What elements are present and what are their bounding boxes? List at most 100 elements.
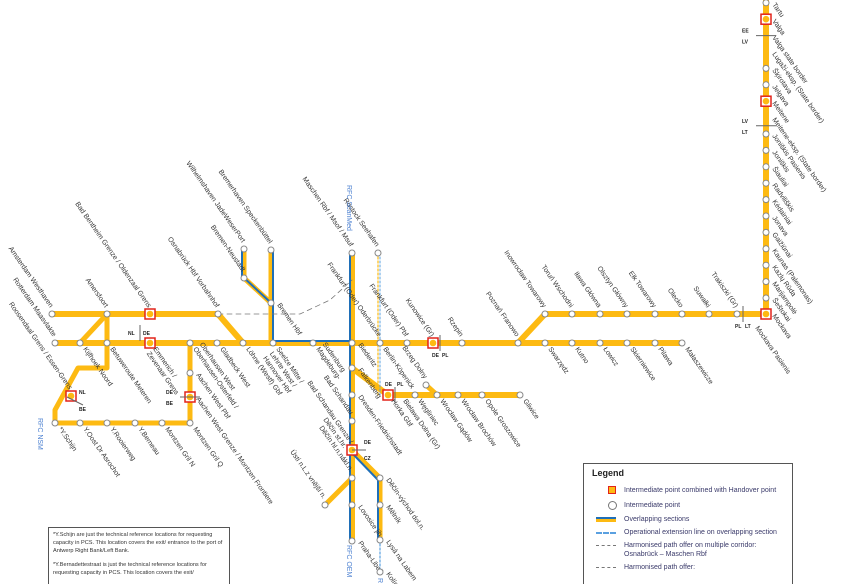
intermediate-point <box>213 339 221 347</box>
intermediate-point <box>348 249 356 257</box>
legend-label: Operational extension line on overlappin… <box>624 529 777 536</box>
intermediate-point <box>348 474 356 482</box>
legend-row-intermediate: Intermediate point <box>608 501 681 510</box>
intermediate-point <box>596 339 604 347</box>
legend-row-extension: Operational extension line on overlappin… <box>596 528 777 537</box>
intermediate-point <box>762 81 770 89</box>
station-label: Kolín <box>384 571 399 584</box>
station-label: Pilawa <box>656 346 674 367</box>
station-label: Małaszewicze <box>683 346 714 386</box>
legend-row-harmonised-multi: Harmonised path offer on multiple corrid… <box>596 541 784 559</box>
intermediate-point <box>454 391 462 399</box>
line-amersfoort-kijfhoek <box>77 311 110 346</box>
border-label: PL <box>442 353 448 359</box>
intermediate-point <box>321 501 329 509</box>
border-label: PL <box>397 382 403 388</box>
legend-label: Overlapping sections <box>624 516 690 523</box>
rfc-label: RFC NSM <box>36 418 43 450</box>
intermediate-point-icon <box>608 501 617 510</box>
station-label: Inowrocław Towarowy <box>502 249 547 309</box>
handover-point-dot <box>429 339 437 347</box>
intermediate-point <box>376 339 384 347</box>
station-label: Gliwice <box>521 398 540 421</box>
intermediate-point <box>596 310 604 318</box>
intermediate-point <box>458 339 466 347</box>
intermediate-point <box>433 391 441 399</box>
handover-point-dot <box>762 310 770 318</box>
border-label: NL <box>79 390 86 396</box>
border-label: BE <box>166 401 174 407</box>
intermediate-point <box>568 310 576 318</box>
station-label: Valga <box>770 18 786 36</box>
overlap-bremen-biederitz <box>272 249 353 342</box>
intermediate-point <box>623 339 631 347</box>
legend-row-overlapping: Overlapping sections <box>596 515 690 524</box>
intermediate-point <box>651 339 659 347</box>
station-label: Swarzędz <box>546 346 570 376</box>
rfc-label: RFC OEM <box>345 545 352 577</box>
intermediate-point <box>240 274 248 282</box>
line-wilhelmshaven <box>241 246 274 306</box>
intermediate-point <box>762 64 770 72</box>
intermediate-point <box>267 299 275 307</box>
intermediate-point <box>678 310 686 318</box>
intermediate-point <box>348 417 356 425</box>
intermediate-point <box>762 196 770 204</box>
intermediate-point <box>541 339 549 347</box>
border-label: DE <box>432 353 440 359</box>
intermediate-point <box>76 339 84 347</box>
intermediate-point <box>568 339 576 347</box>
handover-point-dot <box>762 15 770 23</box>
legend: Legend Intermediate point combined with … <box>583 463 793 584</box>
intermediate-point <box>240 245 248 253</box>
intermediate-point <box>376 474 384 482</box>
intermediate-point <box>376 536 384 544</box>
border-label: DE <box>143 331 151 337</box>
intermediate-point <box>411 391 419 399</box>
intermediate-point <box>514 339 522 347</box>
handover-point-icon <box>608 486 616 494</box>
handover-point-dot <box>146 310 154 318</box>
intermediate-point <box>103 339 111 347</box>
intermediate-point <box>762 146 770 154</box>
station-label: Bremen Hbf <box>275 302 302 337</box>
intermediate-point <box>541 310 549 318</box>
station-label: Iława Główna <box>572 271 602 310</box>
intermediate-point <box>131 419 139 427</box>
intermediate-point <box>678 339 686 347</box>
legend-label: Intermediate point <box>624 502 681 509</box>
station-label: Y.Berneau <box>136 426 160 456</box>
legend-label: Harmonised path offer: <box>624 564 696 571</box>
line-usti <box>322 475 355 508</box>
handover-point-dot <box>762 97 770 105</box>
intermediate-point <box>348 364 356 372</box>
station-label: Olecko <box>666 287 684 309</box>
intermediate-point <box>103 310 111 318</box>
intermediate-point <box>186 339 194 347</box>
station-label: Rzepin <box>446 316 464 338</box>
border-label: LV <box>742 119 749 125</box>
intermediate-point <box>516 391 524 399</box>
intermediate-point <box>733 310 741 318</box>
legend-label: Harmonised path offer on multiple corrid… <box>624 542 757 558</box>
station-label: Amersfoort <box>84 277 109 309</box>
border-label: NL <box>128 331 135 337</box>
dashed-grey-line-icon <box>596 567 616 568</box>
border-label: LT <box>745 324 751 330</box>
intermediate-point <box>51 339 59 347</box>
intermediate-point <box>103 419 111 427</box>
handover-point-dot <box>146 339 154 347</box>
station-label: Kutno <box>573 346 589 365</box>
intermediate-point <box>348 537 356 545</box>
intermediate-point <box>158 419 166 427</box>
intermediate-point <box>762 294 770 302</box>
intermediate-point <box>214 310 222 318</box>
intermediate-point <box>762 212 770 220</box>
border-label: BE <box>79 407 87 413</box>
intermediate-point <box>478 391 486 399</box>
legend-title: Legend <box>592 468 625 478</box>
intermediate-point <box>186 369 194 377</box>
station-label: Skierniewice <box>628 346 656 382</box>
station-label: Poznań Franowo <box>484 291 520 338</box>
